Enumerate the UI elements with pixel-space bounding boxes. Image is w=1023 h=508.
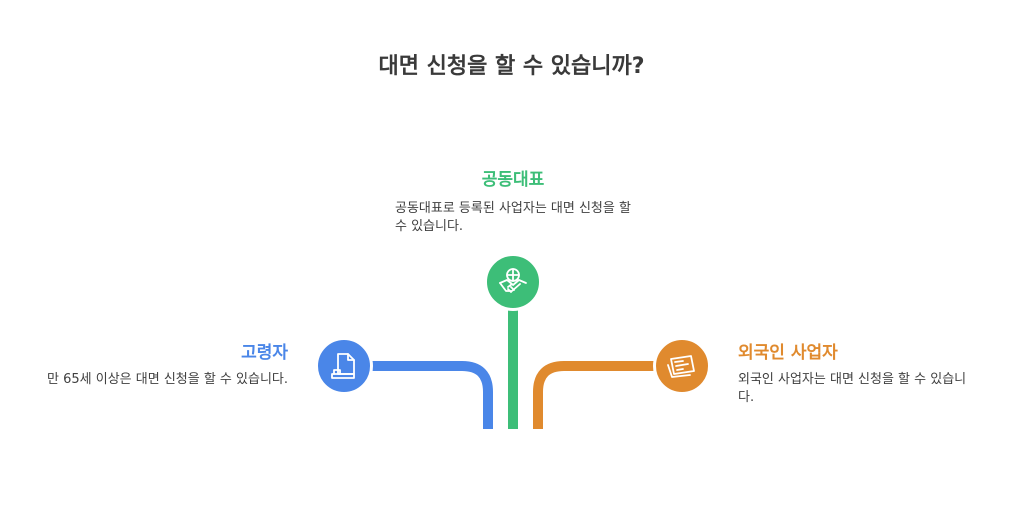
joint-branch-description: 공동대표로 등록된 사업자는 대면 신청을 할 수 있습니다. bbox=[395, 201, 631, 234]
foreign-branch-title: 외국인 사업자 bbox=[738, 343, 838, 363]
elderly-branch-description: 만 65세 이상은 대면 신청을 할 수 있습니다. bbox=[47, 372, 288, 387]
document-stamp-icon bbox=[331, 353, 355, 379]
joint-branch-title: 공동대표 bbox=[481, 170, 545, 190]
joint-icon-circle bbox=[484, 253, 542, 311]
elderly-icon-circle bbox=[315, 337, 373, 395]
foreign-branch-description: 외국인 사업자는 대면 신청을 할 수 있습니다. bbox=[738, 372, 967, 405]
foreign-icon-circle bbox=[653, 337, 711, 395]
elderly-connector bbox=[346, 361, 493, 429]
handshake-icon bbox=[499, 268, 527, 293]
id-card-icon bbox=[667, 355, 695, 378]
elderly-branch-title: 고령자 bbox=[241, 343, 288, 363]
diagram-title: 대면 신청을 할 수 있습니까? bbox=[378, 54, 645, 79]
foreign-connector bbox=[533, 361, 682, 429]
